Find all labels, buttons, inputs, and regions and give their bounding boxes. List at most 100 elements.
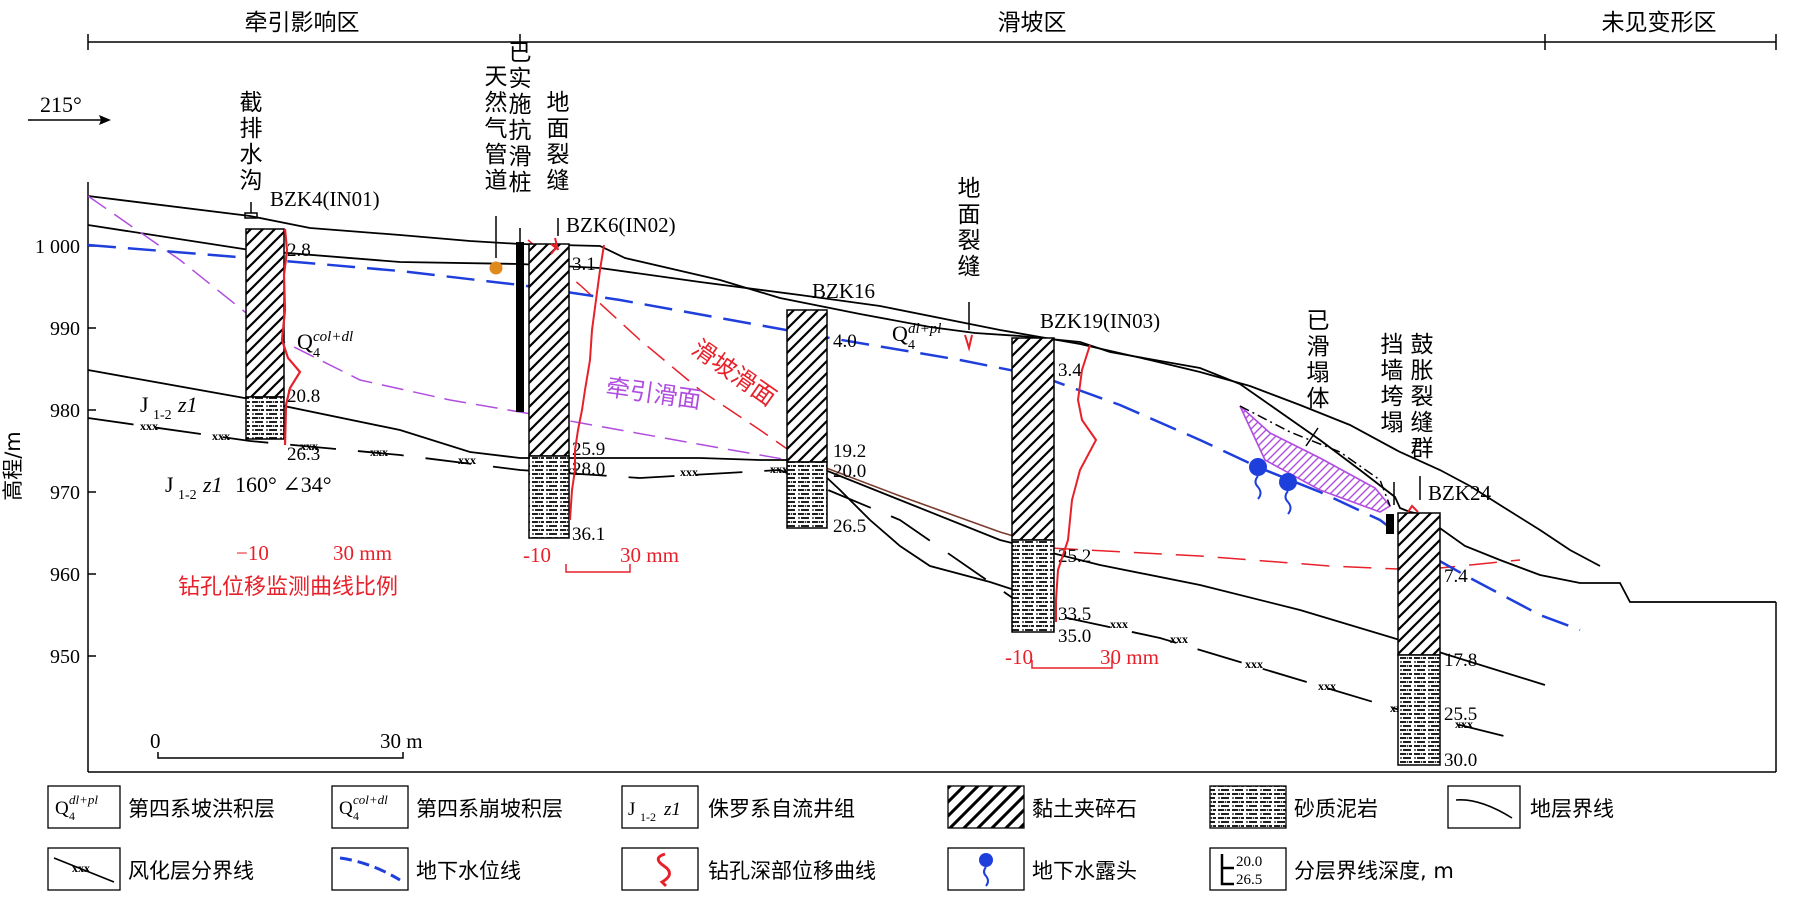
depth-label: 20.8	[287, 386, 320, 407]
legend-item-weathered-boundary: xxx 风化层分界线	[47, 847, 254, 891]
borehole-bzk24: BZK24 7.4 17.8 25.5 30.0	[1386, 481, 1492, 771]
svg-text:4: 4	[69, 809, 75, 823]
svg-text:地下水露头: 地下水露头	[1032, 859, 1137, 883]
depth-label: 26.5	[833, 516, 866, 537]
stratum-attitude: J 1-2 z1 160° ∠34°	[165, 472, 332, 503]
svg-text:20.0: 20.0	[1236, 854, 1262, 870]
pipeline-label: 天然气管道	[485, 64, 508, 194]
groundwater-outcrop-icon	[1249, 458, 1267, 500]
depth-label: 25.2	[1058, 546, 1091, 567]
depth-label: 26.3	[287, 444, 320, 465]
svg-text:xxx: xxx	[72, 861, 90, 875]
depth-label: 3.1	[572, 254, 596, 275]
zone-landslide-label: 滑坡区	[998, 10, 1067, 36]
depth-label: 3.4	[1058, 360, 1082, 381]
scale-max-label: 30 mm	[620, 543, 679, 567]
scale-min-label: −10	[236, 541, 269, 565]
ground-crack-icon	[553, 237, 559, 251]
zone-header: 牵引影响区 滑坡区 未见变形区	[87, 10, 1777, 50]
svg-text:J: J	[628, 799, 635, 820]
svg-text:z1: z1	[202, 472, 223, 497]
svg-text:地下水位线: 地下水位线	[416, 859, 521, 883]
anti-slide-pile	[516, 228, 524, 412]
groundwater-outcrop-icon	[979, 853, 993, 867]
zone-traction-label: 牵引影响区	[245, 10, 360, 36]
elevation-axis-label: 高程/m	[1, 431, 25, 501]
svg-text:26.5: 26.5	[1236, 872, 1262, 888]
legend-item-q4-dl: Q 4 dl+pl 第四系坡洪积层	[47, 785, 275, 829]
depth-label: 28.0	[572, 459, 605, 480]
legend-item-groundwater-line: 地下水位线	[331, 847, 521, 891]
scale-caption: 钻孔位移监测曲线比例	[178, 575, 398, 600]
crack-label: 地面裂缝	[547, 90, 570, 194]
weathered-mark: xxx	[1455, 717, 1473, 731]
legend-item-displacement-curve: 钻孔深部位移曲线	[621, 847, 876, 891]
scale-max-label: 30 mm	[1100, 645, 1159, 669]
drain-label: 截排水沟	[240, 90, 263, 194]
depth-label: 25.9	[572, 439, 605, 460]
stratum-label-q4-dl: Q 4 dl+pl	[892, 321, 941, 353]
scale-bar-end: 30 m	[380, 729, 423, 753]
svg-text:1-2: 1-2	[640, 810, 656, 824]
feature-labels: 截排水沟天然气管道已实施抗滑桩地面裂缝地面裂缝已滑塌体挡墙垮塌鼓胀裂缝群	[240, 40, 1434, 462]
stratum-label-j12z1: J 1-2 z1	[140, 392, 198, 423]
svg-text:Q: Q	[55, 798, 69, 819]
depth-label: 36.1	[572, 524, 605, 545]
gas-pipeline-icon	[489, 261, 503, 275]
depth-label: 7.4	[1444, 566, 1468, 587]
svg-text:地层界线: 地层界线	[1530, 797, 1614, 821]
weathered-mark: xxx	[458, 453, 476, 467]
scale-min-label: -10	[523, 543, 551, 567]
displacement-curve	[280, 228, 302, 446]
scale-bar-zero: 0	[150, 729, 161, 753]
strata-lines	[87, 195, 1776, 741]
axis-tick-label: 950	[50, 646, 80, 668]
weathered-mark: xxx	[140, 419, 158, 433]
groundwater-outcrop-icon	[1279, 473, 1297, 515]
bedrock-top	[87, 369, 1546, 686]
displacement-curve	[1055, 344, 1098, 622]
scale-min-label: -10	[1005, 645, 1033, 669]
weathered-mark: xxx	[370, 445, 388, 459]
borehole-bzk4: BZK4(IN01) 2.8 20.8 26.3	[245, 187, 380, 465]
svg-text:z1: z1	[177, 392, 198, 417]
svg-text:第四系坡洪积层: 第四系坡洪积层	[128, 797, 275, 821]
svg-text:dl+pl: dl+pl	[908, 321, 941, 337]
depth-label: 35.0	[1058, 626, 1091, 647]
svg-text:J: J	[165, 472, 174, 497]
weathered-mark: xxx	[1318, 679, 1336, 693]
axis-tick-label: 990	[50, 318, 80, 340]
legend-item-j12z1: J 1-2 z1 侏罗系自流井组	[621, 785, 855, 829]
legend-item-sandy-mudstone: 砂质泥岩	[1209, 785, 1378, 829]
svg-text:侏罗系自流井组: 侏罗系自流井组	[708, 797, 855, 821]
borehole-bzk24-name: BZK24	[1428, 481, 1492, 505]
crack-label: 地面裂缝	[958, 176, 981, 280]
svg-text:4: 4	[353, 809, 359, 823]
svg-text:4: 4	[313, 346, 320, 361]
direction-label: 215°	[40, 92, 82, 117]
collapsed-body-top	[1239, 405, 1391, 507]
weathered-boundary	[87, 417, 1521, 741]
borehole-bzk19: BZK19(IN03) 3.4 25.2 33.5 35.0	[1011, 309, 1160, 647]
svg-text:Q: Q	[339, 798, 353, 819]
legend-item-clay-gravel: 黏土夹碎石	[947, 785, 1137, 829]
depth-label: 30.0	[1444, 750, 1477, 771]
svg-text:1-2: 1-2	[153, 408, 172, 423]
svg-text:160° ∠34°: 160° ∠34°	[235, 472, 332, 497]
svg-text:分层界线深度, m: 分层界线深度, m	[1294, 859, 1454, 883]
svg-text:z1: z1	[663, 799, 681, 820]
svg-text:风化层分界线: 风化层分界线	[128, 859, 254, 883]
depth-label: 17.8	[1444, 650, 1477, 671]
weathered-mark: xxx	[770, 462, 788, 476]
depth-label: 4.0	[833, 331, 857, 352]
zone-undeformed-label: 未见变形区	[1602, 10, 1717, 36]
borehole-bzk16-name: BZK16	[812, 279, 875, 303]
svg-text:col+dl: col+dl	[313, 329, 353, 345]
scale-max-label: 30 mm	[333, 541, 392, 565]
svg-text:Q: Q	[892, 321, 908, 346]
borehole-bzk19-name: BZK19(IN03)	[1040, 309, 1160, 333]
ground-crack-icon	[964, 334, 973, 352]
